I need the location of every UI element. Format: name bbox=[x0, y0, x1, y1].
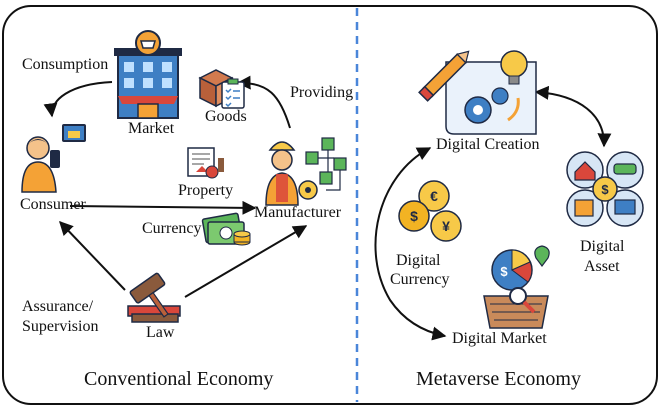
digital-currency-icon: € $ ¥ bbox=[398, 180, 462, 242]
svg-text:$: $ bbox=[601, 182, 609, 197]
goods-label: Goods bbox=[205, 108, 247, 125]
arrow-manufacturer-to-market bbox=[236, 75, 291, 129]
digital-creation-icon bbox=[418, 50, 537, 135]
property-label: Property bbox=[178, 182, 234, 199]
svg-text:€: € bbox=[430, 188, 438, 204]
market-icon bbox=[114, 30, 182, 119]
svg-text:$: $ bbox=[410, 208, 418, 224]
digital-asset-icon: $ bbox=[566, 151, 644, 227]
arrow-creation-market bbox=[374, 147, 447, 341]
digital-asset-label-line2: Asset bbox=[584, 258, 620, 275]
metaverse-economy-title: Metaverse Economy bbox=[416, 368, 581, 390]
arrow-law-to-manufacturer bbox=[184, 225, 308, 298]
currency-icon bbox=[201, 212, 251, 246]
market-label: Market bbox=[128, 120, 175, 137]
digital-market-label: Digital Market bbox=[452, 330, 547, 347]
digital-currency-label-line1: Digital bbox=[396, 252, 441, 269]
consumer-icon bbox=[21, 124, 86, 193]
consumer-label: Consumer bbox=[20, 196, 86, 213]
conventional-economy-title: Conventional Economy bbox=[84, 368, 274, 390]
property-icon bbox=[187, 147, 224, 179]
arrow-creation-asset bbox=[534, 85, 612, 148]
svg-text:$: $ bbox=[500, 264, 508, 279]
arrow-consumer-to-manufacturer bbox=[69, 200, 257, 215]
outer-frame bbox=[2, 5, 658, 405]
digital-currency-label-line2: Currency bbox=[390, 271, 450, 288]
arrow-law-to-consumer bbox=[59, 220, 126, 291]
digital-creation-label: Digital Creation bbox=[436, 136, 540, 153]
consumption-label: Consumption bbox=[22, 56, 109, 73]
digital-market-icon: $ bbox=[483, 245, 550, 329]
digital-asset-label-line1: Digital bbox=[580, 238, 625, 255]
providing-label: Providing bbox=[290, 84, 354, 101]
svg-text:¥: ¥ bbox=[442, 218, 450, 234]
currency-label: Currency bbox=[142, 220, 202, 237]
assurance-label-line1: Assurance/ bbox=[22, 298, 94, 315]
law-label: Law bbox=[146, 324, 175, 341]
law-icon bbox=[127, 272, 181, 323]
assurance-label-line2: Supervision bbox=[22, 318, 99, 335]
arrow-market-to-consumer bbox=[43, 81, 113, 118]
manufacturer-icon bbox=[265, 137, 347, 206]
manufacturer-label: Manufacturer bbox=[254, 204, 342, 221]
goods-icon bbox=[198, 69, 245, 109]
